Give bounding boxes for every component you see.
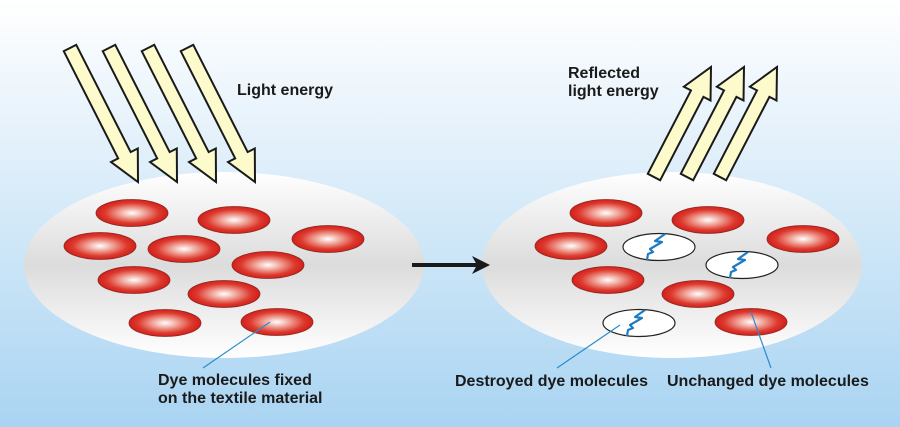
dye-molecule: [569, 199, 643, 227]
dye-molecule: [571, 266, 645, 294]
dye-molecule: [671, 206, 745, 234]
dye-molecule: [147, 235, 221, 263]
left-dye-molecules: [63, 199, 365, 337]
dye-molecule: [187, 280, 261, 308]
label-fixed-line2: on the textile material: [158, 390, 323, 407]
destroyed-dye-molecule: [622, 232, 696, 262]
leader-line-destroyed: [556, 324, 621, 369]
label-reflected-line2: light energy: [568, 83, 659, 100]
dye-molecule: [231, 251, 305, 279]
incoming-arrow-icon: [101, 43, 179, 184]
destroyed-dye-molecule: [602, 308, 676, 338]
dye-molecule: [240, 308, 314, 336]
process-arrow-icon: [412, 256, 490, 274]
incoming-light-arrows: [62, 43, 257, 184]
incoming-arrow-icon: [140, 43, 218, 184]
label-reflected-line1: Reflected: [568, 65, 641, 82]
dye-molecule: [766, 225, 840, 253]
incoming-arrow-icon: [62, 43, 140, 184]
label-fixed-line1: Dye molecules fixed: [158, 372, 312, 389]
dye-molecule: [661, 280, 735, 308]
dye-molecule: [534, 232, 608, 260]
dye-molecule: [197, 206, 271, 234]
crack-icon: [625, 309, 646, 337]
incoming-arrow-icon: [179, 43, 257, 184]
textile-right: [482, 172, 862, 358]
reflected-arrow-icon: [646, 65, 713, 182]
crack-icon: [728, 251, 749, 279]
right-dye-molecules: [534, 199, 840, 338]
reflected-light-arrows: [646, 65, 779, 182]
textile-left: [24, 172, 424, 358]
leader-line-fixed: [202, 321, 271, 369]
label-light-energy: Light energy: [237, 82, 334, 99]
dye-molecule: [95, 199, 169, 227]
dye-molecule: [97, 266, 171, 294]
dye-molecule: [714, 308, 788, 336]
destroyed-dye-molecule: [705, 250, 779, 280]
reflected-arrow-icon: [679, 65, 746, 182]
label-unchanged: Unchanged dye molecules: [667, 373, 869, 390]
reflected-arrow-icon: [712, 65, 779, 182]
leader-line-unchanged: [750, 311, 772, 369]
dye-molecule: [63, 232, 137, 260]
dye-molecule: [128, 309, 202, 337]
label-destroyed: Destroyed dye molecules: [455, 373, 648, 390]
dye-molecule: [291, 225, 365, 253]
crack-icon: [645, 233, 666, 261]
